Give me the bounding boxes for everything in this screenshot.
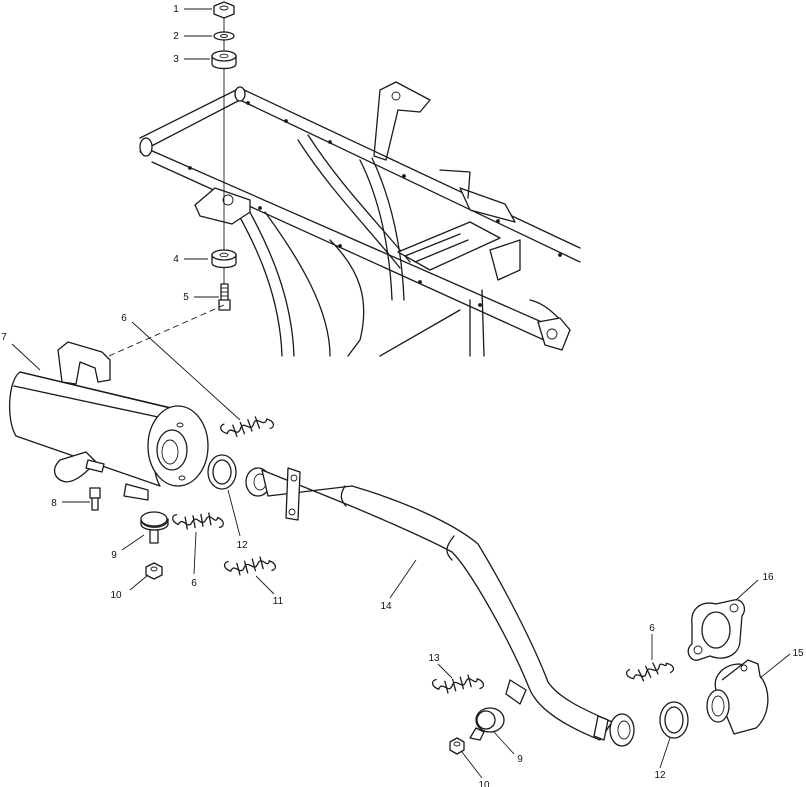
callout-5: 5 — [183, 292, 189, 303]
mount-washer — [213, 31, 235, 41]
callout-9a: 9 — [111, 550, 117, 561]
callout-12b: 12 — [654, 770, 666, 781]
exhaust-header — [706, 659, 769, 735]
seal-header — [659, 701, 689, 739]
callout-14: 14 — [380, 601, 392, 612]
flange-nut-right — [449, 737, 465, 755]
leader-lines — [11, 8, 791, 779]
spring-muffler-upper — [220, 416, 275, 438]
mount-hardware-stack — [211, 1, 237, 311]
callout-13: 13 — [428, 653, 440, 664]
mount-grommet-upper — [211, 50, 237, 70]
mount-grommet-lower — [211, 249, 237, 269]
mounting-stud — [218, 283, 231, 311]
callout-9b: 9 — [517, 754, 523, 765]
exhaust-gasket — [687, 599, 746, 661]
callout-2: 2 — [173, 31, 179, 42]
callout-10a: 10 — [110, 590, 122, 601]
rubber-grommet-left — [140, 511, 169, 544]
exhaust-pipe — [245, 467, 635, 747]
callout-3: 3 — [173, 54, 179, 65]
spring-11 — [223, 556, 277, 576]
frame-bolt-dots — [188, 101, 562, 307]
callout-11: 11 — [273, 596, 284, 607]
callout-12a: 12 — [236, 540, 248, 551]
mount-nut — [213, 1, 235, 19]
callout-6c: 6 — [649, 623, 655, 634]
callout-15: 15 — [792, 648, 804, 659]
callout-4: 4 — [173, 254, 179, 265]
callout-1: 1 — [173, 4, 179, 15]
callout-16: 16 — [762, 572, 774, 583]
flange-nut-left — [145, 562, 163, 580]
callout-6b: 6 — [191, 578, 197, 589]
muffler — [8, 341, 209, 501]
spring-header — [625, 662, 675, 682]
callout-8: 8 — [51, 498, 57, 509]
rubber-grommet-right — [469, 707, 505, 741]
spring-muffler-lower — [172, 512, 224, 530]
seal-muffler-inlet — [207, 454, 237, 490]
frame-assembly — [139, 81, 581, 357]
callout-labels: 1 2 3 4 5 6 7 8 9 6 10 11 12 14 16 15 6 … — [1, 4, 804, 787]
spring-13 — [431, 674, 485, 694]
alignment-line — [99, 304, 225, 361]
callout-7: 7 — [1, 332, 7, 343]
callout-6a: 6 — [121, 313, 127, 324]
callout-10b: 10 — [478, 780, 490, 787]
bolt-8 — [89, 487, 101, 511]
